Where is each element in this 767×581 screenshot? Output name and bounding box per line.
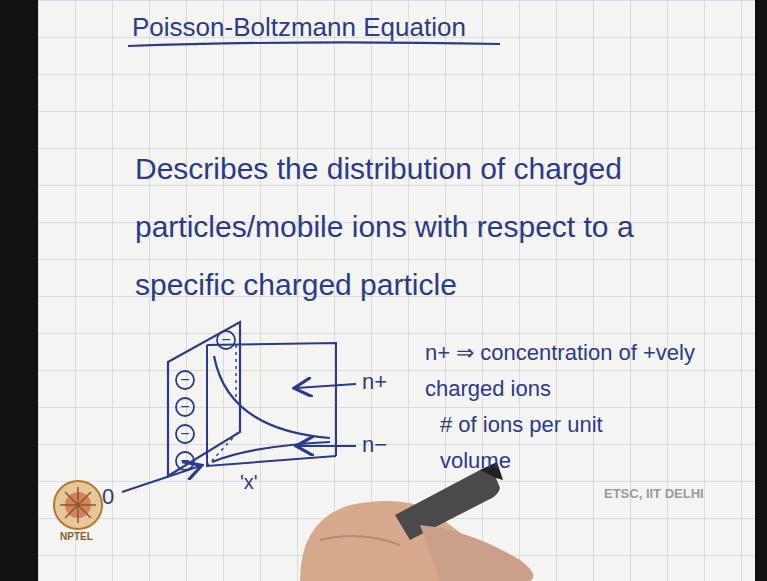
title: Poisson-Boltzmann Equation (132, 12, 466, 43)
minus-sign: − (179, 450, 191, 472)
charged-plate (168, 322, 240, 476)
axis-label: 'x' (240, 470, 258, 494)
plot-axes (207, 343, 336, 466)
definition-note: n+ ⇒ concentration of +vely charged ions (425, 335, 745, 407)
description: Describes the distribution of charged pa… (135, 140, 740, 314)
title-underline (128, 42, 500, 46)
minus-sign: − (179, 396, 191, 418)
grid (38, 0, 755, 581)
origin-label: 0 (102, 484, 114, 510)
n-minus-arrow (298, 445, 356, 447)
minus-sign: − (220, 329, 232, 351)
curve-label: n+ (362, 369, 387, 395)
minus-sign: − (179, 369, 191, 391)
watermark: NPTEL (60, 531, 93, 543)
n-plus-arrow (296, 384, 356, 388)
minus-circles (176, 331, 235, 470)
definition-note: # of ions per unit volume (440, 407, 630, 479)
n-plus-curve (214, 356, 330, 438)
minus-sign: − (179, 423, 191, 445)
hand-with-marker (300, 462, 533, 581)
nptel-logo (54, 481, 102, 529)
watermark: ETSC, IIT DELHI (604, 486, 704, 502)
curve-label: n− (362, 432, 387, 458)
origin-arrow (122, 466, 200, 492)
